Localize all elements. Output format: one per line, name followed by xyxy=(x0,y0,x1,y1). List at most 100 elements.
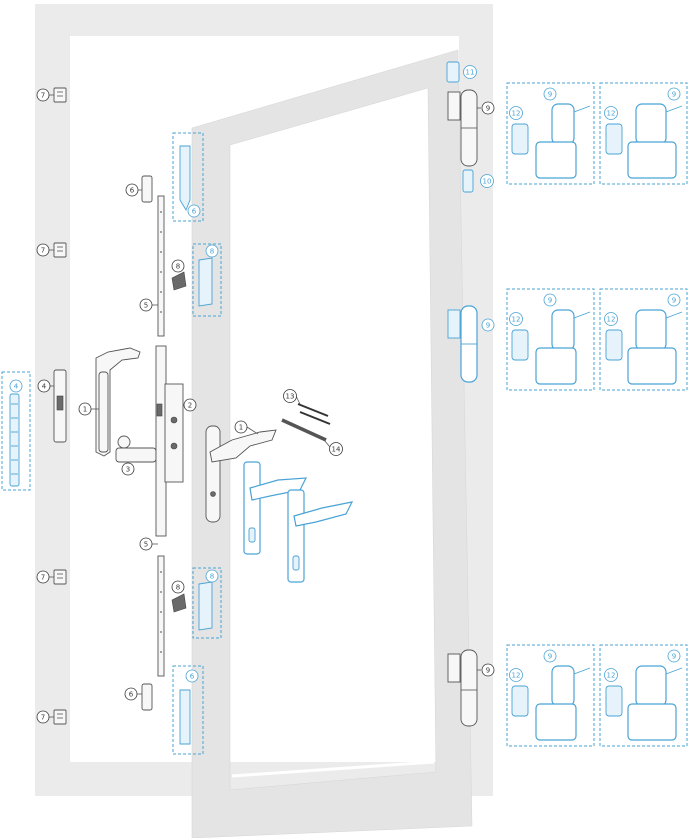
callout-number: 9 xyxy=(486,666,490,674)
callout-6: 6 xyxy=(125,183,139,197)
outer-handle-lever xyxy=(209,429,277,463)
callout-circle xyxy=(543,649,557,663)
callout-7: 7 xyxy=(36,243,50,257)
callout-number: 9 xyxy=(672,90,676,98)
callout-circle xyxy=(205,244,219,258)
callout-circle xyxy=(205,569,219,583)
lock-cylinder xyxy=(115,447,157,463)
callout-circle xyxy=(667,87,681,101)
callout-circle xyxy=(667,649,681,663)
callout-number: 14 xyxy=(332,445,341,453)
callout-number: 9 xyxy=(548,296,552,304)
centre-keeper-option-details xyxy=(11,403,18,475)
callout-circle xyxy=(667,293,681,307)
callout-circle xyxy=(463,65,477,79)
callout-number: 9 xyxy=(548,652,552,660)
callout-number: 4 xyxy=(42,382,47,390)
callout-10: 10 xyxy=(480,174,494,188)
hook-bolt-top xyxy=(141,175,153,203)
callout-number: 6 xyxy=(130,186,135,194)
cylinder-cam xyxy=(117,435,131,449)
handle-option-1-keyhole xyxy=(248,527,256,543)
callout-number: 1 xyxy=(239,423,243,431)
callout-12: 12 xyxy=(604,106,618,120)
callout-circle xyxy=(36,88,50,102)
callout-circle xyxy=(187,204,201,218)
callout-circle xyxy=(509,312,523,326)
callout-7: 7 xyxy=(36,88,50,102)
hinge-cap-11 xyxy=(446,61,460,83)
callout-8: 8 xyxy=(205,569,219,583)
callout-number: 12 xyxy=(607,671,616,679)
callout-14: 14 xyxy=(329,442,343,456)
callout-12: 12 xyxy=(509,312,523,326)
callout-number: 12 xyxy=(512,315,521,323)
callout-circle xyxy=(36,570,50,584)
callout-number: 9 xyxy=(672,296,676,304)
callout-circle xyxy=(125,183,139,197)
callout-6: 6 xyxy=(187,204,201,218)
option-box-6-bottom xyxy=(172,665,204,755)
callout-4: 4 xyxy=(37,379,51,393)
hook-bolt-option-bottom xyxy=(179,689,191,745)
hinge-option-box-r1-b xyxy=(599,82,688,185)
callout-circle xyxy=(329,442,343,456)
hinge-option-box-r3-a xyxy=(506,644,595,747)
screw-1 xyxy=(297,403,329,417)
hinge-top-leaf xyxy=(447,91,461,121)
callout-number: 4 xyxy=(14,382,19,390)
callout-1: 1 xyxy=(78,402,92,416)
callout-5: 5 xyxy=(139,537,153,551)
spindle xyxy=(281,418,327,442)
keeper-top xyxy=(53,87,67,103)
keeper-details xyxy=(57,91,63,719)
hook-bolt-option-top xyxy=(179,145,191,212)
callout-number: 6 xyxy=(129,690,134,698)
callout-circle xyxy=(139,298,153,312)
keeper-bottom xyxy=(53,709,67,725)
roller-option-bottom xyxy=(198,581,213,631)
callout-circle xyxy=(124,687,138,701)
callout-circle xyxy=(36,243,50,257)
callout-9: 9 xyxy=(481,101,495,115)
callout-12: 12 xyxy=(604,668,618,682)
hinge-cap-10 xyxy=(462,169,474,193)
callout-number: 6 xyxy=(192,207,197,215)
callout-number: 7 xyxy=(41,91,45,99)
option-box-6-top xyxy=(172,132,204,222)
outer-handle-plate xyxy=(205,425,221,523)
callout-circle xyxy=(543,293,557,307)
option-box-4 xyxy=(1,371,31,491)
inner-handle-plate xyxy=(98,371,109,453)
callout-number: 7 xyxy=(41,573,45,581)
callout-3: 3 xyxy=(121,462,135,476)
hook-bolt-bottom xyxy=(141,683,153,711)
hinge-middle-leaf xyxy=(447,309,461,339)
callout-number: 7 xyxy=(41,713,45,721)
callout-1: 1 xyxy=(234,420,248,434)
callout-4: 4 xyxy=(9,379,23,393)
hinge-options xyxy=(506,82,688,747)
callout-circle xyxy=(481,318,495,332)
centre-keeper-option xyxy=(9,393,20,487)
callout-circle xyxy=(509,668,523,682)
callout-9: 9 xyxy=(667,87,681,101)
callout-5: 5 xyxy=(139,298,153,312)
screw-2 xyxy=(299,411,331,425)
callout-12: 12 xyxy=(509,106,523,120)
callout-9: 9 xyxy=(667,293,681,307)
callout-circle xyxy=(543,87,557,101)
callout-6: 6 xyxy=(185,669,199,683)
callout-number: 8 xyxy=(210,247,214,255)
callout-12: 12 xyxy=(509,668,523,682)
callout-number: 12 xyxy=(512,109,521,117)
callout-11: 11 xyxy=(463,65,477,79)
hinge-bottom-leaf xyxy=(447,653,461,683)
lock-faceplate xyxy=(155,345,167,537)
callout-number: 6 xyxy=(190,672,195,680)
hinge-option-box-r2-a xyxy=(506,288,595,391)
callout-number: 12 xyxy=(512,671,521,679)
hinge-option-box-r2-b xyxy=(599,288,688,391)
callout-number: 12 xyxy=(607,315,616,323)
